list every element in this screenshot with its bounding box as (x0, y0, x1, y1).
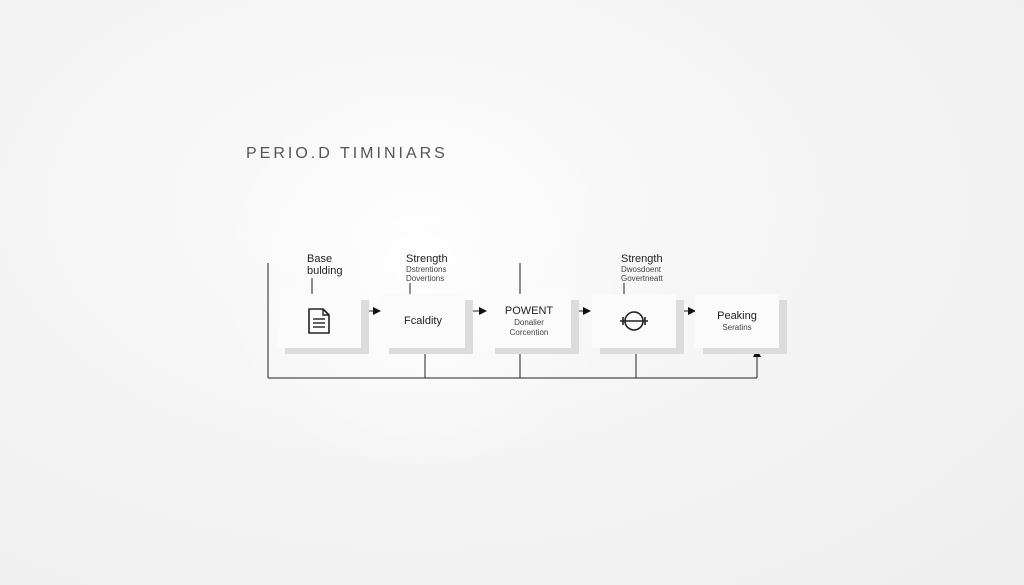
label-strength-2: Strength Dwosdoent Govertneatt (621, 253, 663, 283)
label-strength-1-title: Strength (406, 253, 448, 265)
node-powent: POWENT Donalier Corcention (487, 294, 571, 348)
node-fcaldity-title: Fcaldity (404, 314, 442, 327)
node-peaking: Peaking Seratins (695, 294, 779, 348)
diagram-title: PERIO.D TIMINIARS (246, 145, 448, 162)
node-fcaldity: Fcaldity (381, 294, 465, 348)
label-strength-2-sub1: Dwosdoent (621, 265, 662, 274)
label-strength-2-title: Strength (621, 253, 663, 265)
label-base-line1: Base (307, 253, 333, 265)
document-icon (277, 294, 361, 348)
label-base-line2: bulding (307, 265, 343, 277)
node-strength (592, 294, 676, 348)
label-strength-2-sub2: Govertneatt (621, 274, 663, 283)
node-powent-sub2: Corcention (509, 327, 549, 337)
label-base: Base bulding (307, 253, 342, 277)
label-strength-1-sub1: Dstrentions (406, 265, 447, 274)
label-strength-1: Strength Dstrentions Dovertions (406, 253, 448, 283)
node-base-building (277, 294, 361, 348)
node-powent-title: POWENT (504, 304, 554, 317)
barbell-icon (592, 294, 676, 348)
label-strength-1-sub2: Dovertions (406, 274, 445, 283)
node-powent-sub1: Donalier (514, 317, 544, 327)
node-peaking-title: Peaking (717, 309, 757, 322)
node-peaking-sub: Seratins (722, 322, 752, 332)
